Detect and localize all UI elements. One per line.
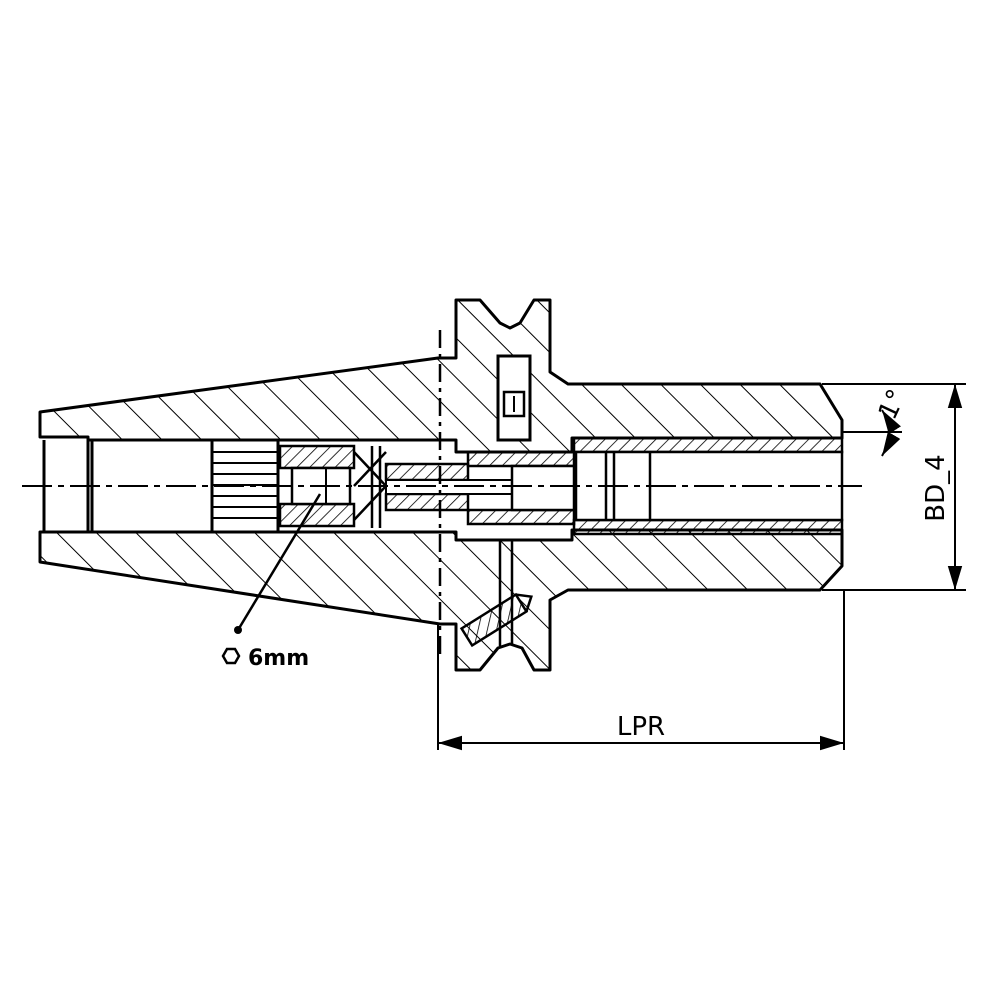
hexagon-icon	[221, 647, 241, 665]
lpr-label: LPR	[617, 712, 665, 742]
hex-size-label: 6mm	[248, 646, 309, 671]
angle-arc	[881, 409, 901, 457]
front-sleeve-bottom	[572, 518, 844, 536]
adjust-screw-top	[278, 444, 356, 470]
adjust-screw-bottom	[278, 502, 356, 528]
mid-sleeve-bottom	[466, 508, 576, 526]
hex-leader-line	[236, 493, 322, 631]
bore-outline	[86, 437, 212, 534]
inner-sleeve-bottom	[384, 492, 470, 512]
front-sleeve-top	[572, 436, 844, 454]
body-lower-section	[38, 528, 844, 672]
bd4-label: BD_4	[921, 454, 951, 521]
angle-label: 1°	[873, 385, 913, 424]
inner-sleeve-top	[384, 462, 470, 482]
mid-sleeve-top	[466, 450, 576, 468]
